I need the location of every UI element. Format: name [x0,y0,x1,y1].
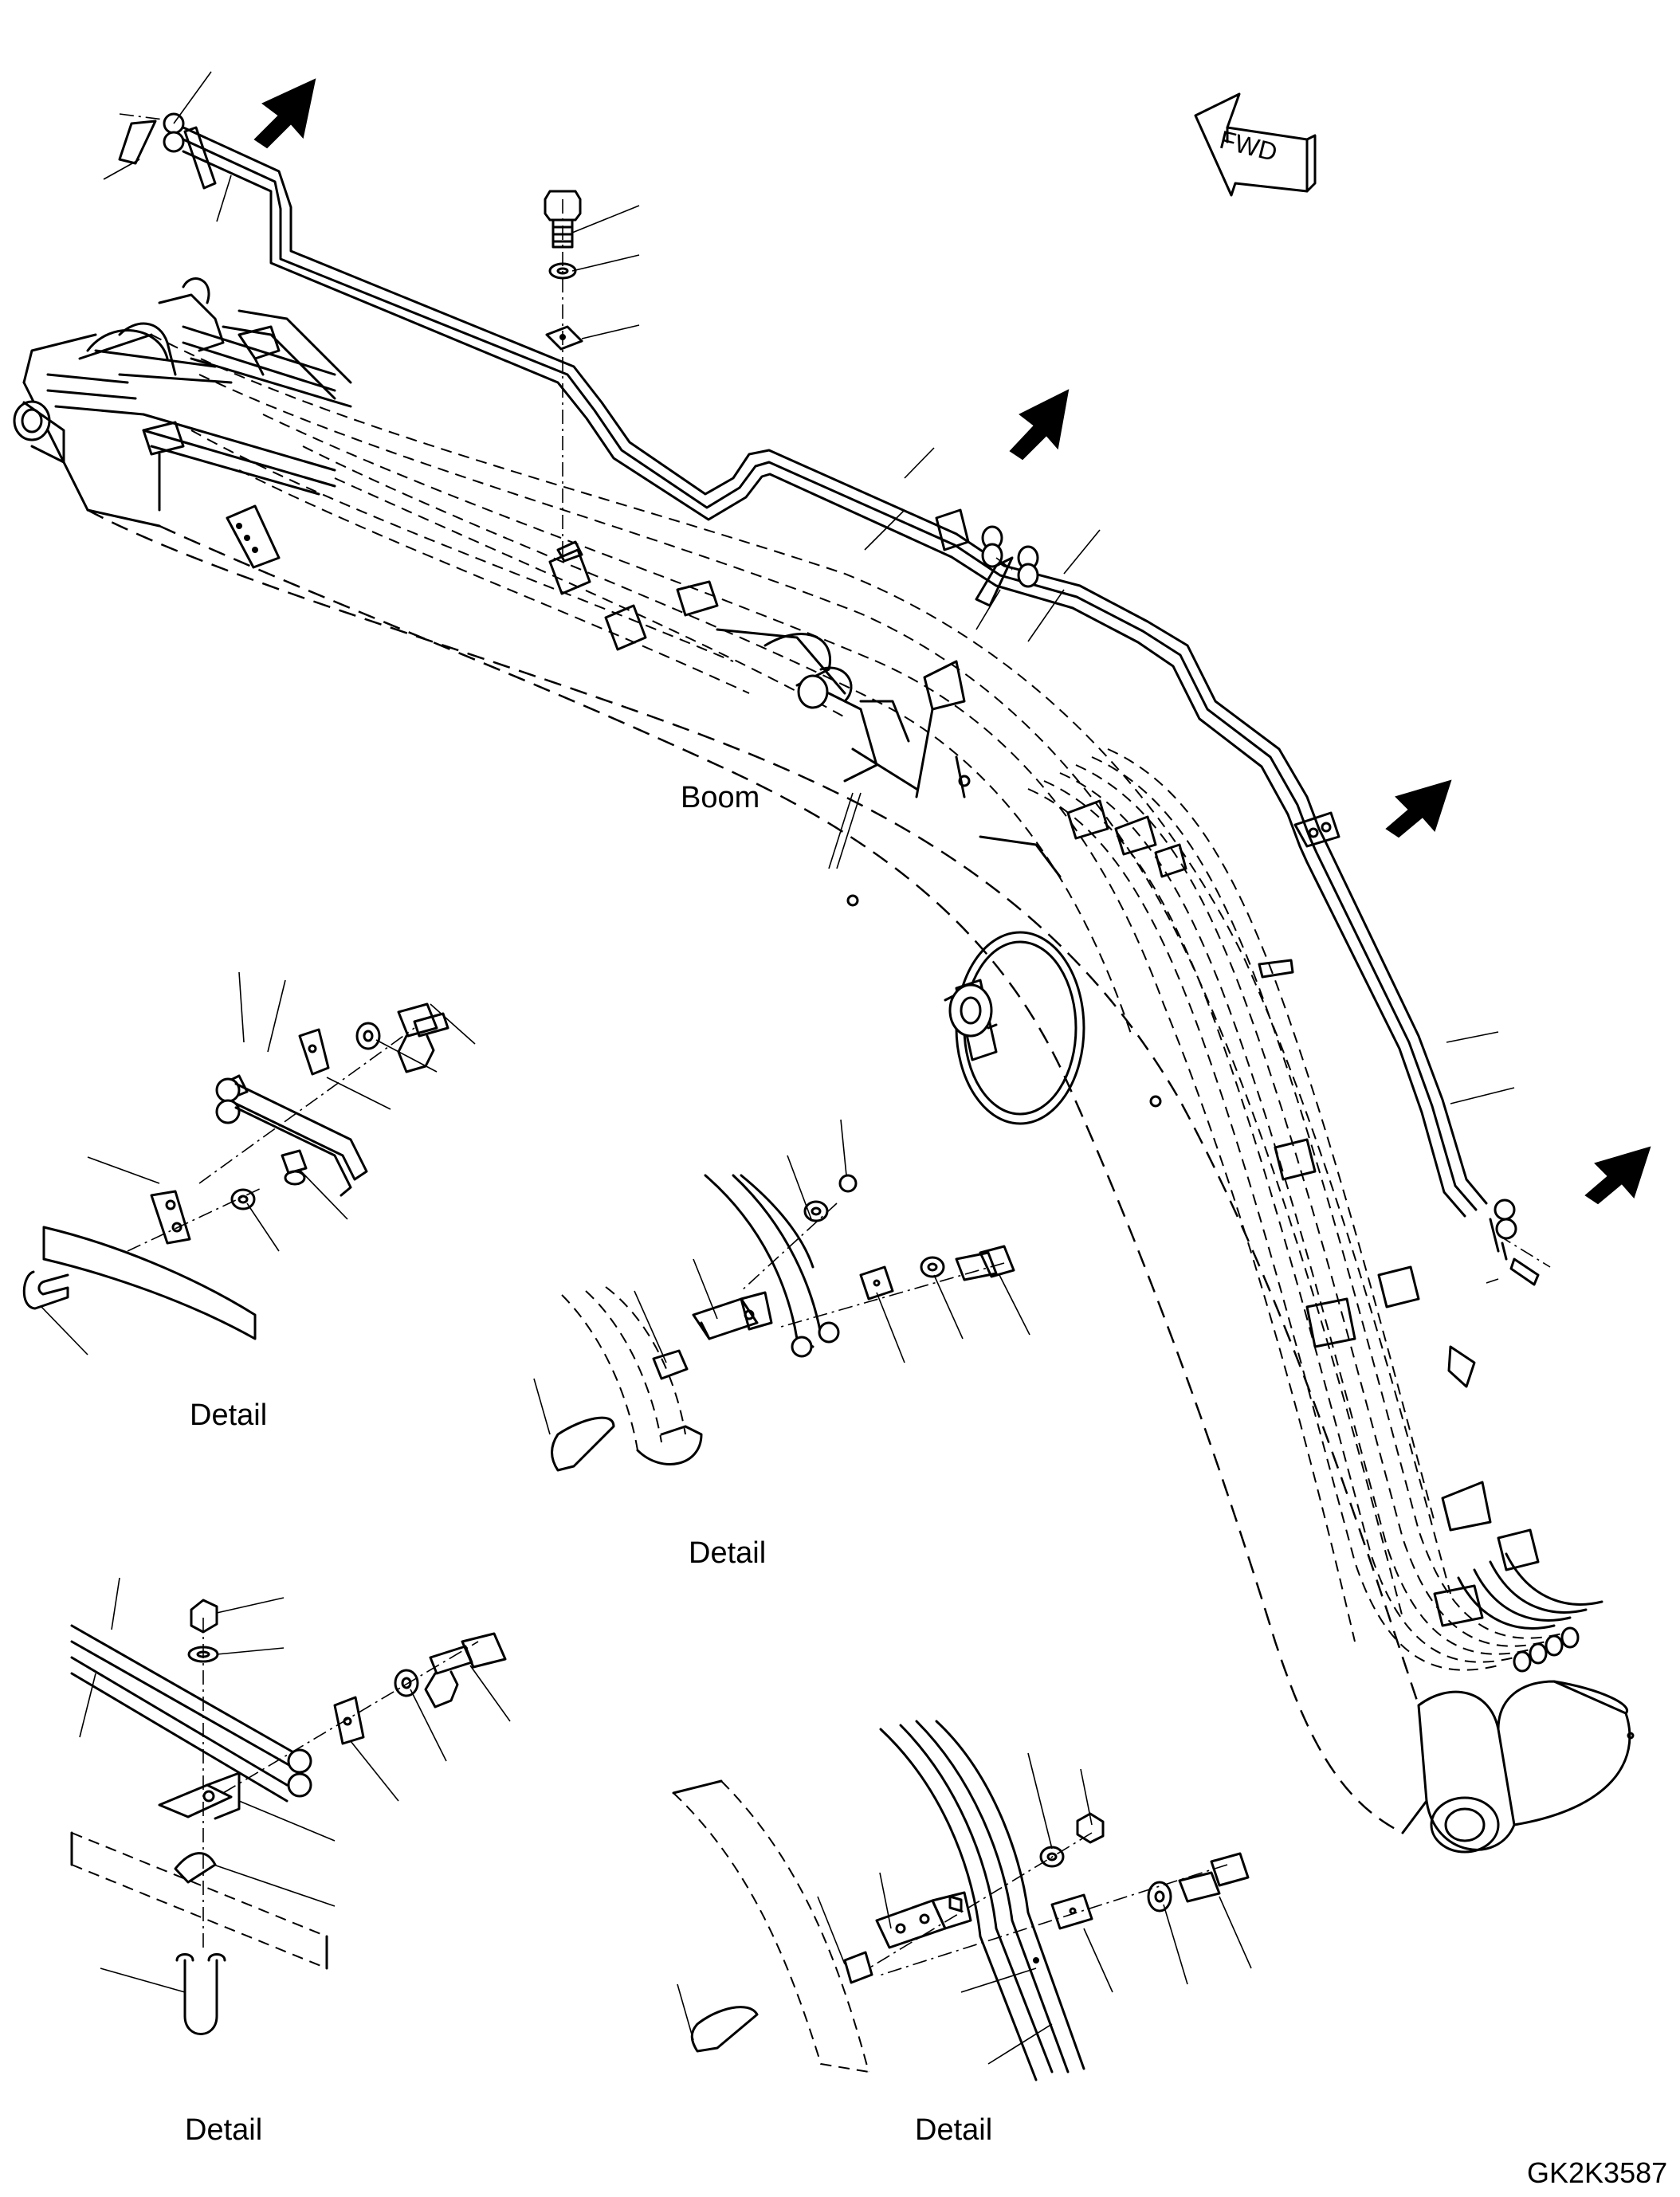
top-hardware-stack [544,190,583,563]
boom-body [22,333,1635,1854]
pointer-arrows [253,78,1651,1205]
detail-3-drawing [70,1577,511,2035]
detail-4-label: Detail [915,2113,993,2147]
main-piping [118,112,1551,1286]
detail-3-label: Detail [185,2113,263,2147]
detail-2-drawing [533,1119,1030,1472]
fwd-arrow [1194,92,1317,197]
detail-1-label: Detail [190,1399,268,1432]
boom-root-fittings [13,277,1062,878]
detail-2-label: Detail [689,1536,767,1570]
boom-label: Boom [681,781,760,814]
boom-hose-bundle [846,748,1603,1673]
detail-1-drawing [22,971,476,1355]
drawing-code: GK2K3587 [1527,2156,1668,2189]
detail-4-drawing [672,1720,1252,2081]
leader-lines-main [103,71,1515,1284]
